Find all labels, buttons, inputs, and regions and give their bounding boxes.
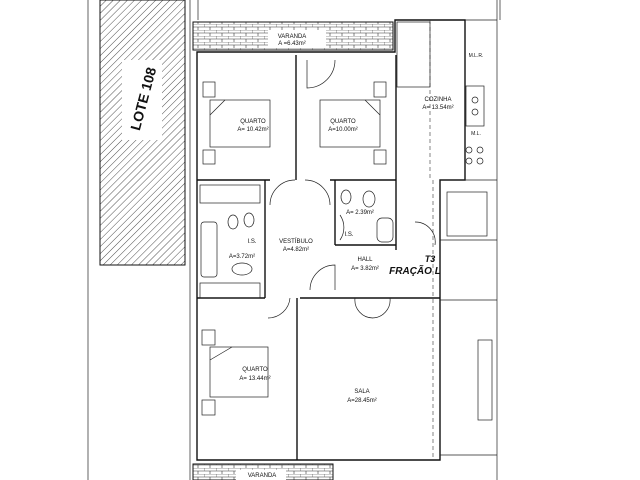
room-name: QUARTO [242,367,268,373]
room-area: A= 13.54m² [422,105,453,111]
doors [267,59,436,319]
room-area: A=10.00m² [328,127,358,133]
room-area: A= 3.82m² [351,266,379,272]
room-name: QUARTO [240,119,266,125]
room-name: VESTÍBULO [279,238,313,245]
room-name: VARANDA [278,34,307,40]
furniture [199,21,493,421]
walls [196,0,501,461]
room-name: VARANDA [248,473,277,479]
room-area: A=3.72m² [229,254,255,260]
room-name: HALL [357,257,373,263]
room-area: A= 10.42m² [237,127,268,133]
room-name: SALA [354,389,369,395]
room-area: A=4.82m² [283,247,309,253]
room-name: I.S. [247,239,256,245]
svg-text:FRAÇÃO L: FRAÇÃO L [389,264,441,277]
room-labels: VARANDA A =6.43m² QUARTO A= 10.42m² QUAR… [229,34,483,479]
room-name: COZINHA [425,97,452,103]
svg-text:T3: T3 [425,254,436,264]
room-name: QUARTO [330,119,356,125]
fraction-label: T3 FRAÇÃO L [389,254,441,277]
appliance-label: M.L. [471,131,481,137]
appliance-label: M.L.R. [469,53,484,59]
room-area: A= 2.39m² [346,210,374,216]
room-area: A =6.43m² [278,41,306,47]
room-area: A=28.45m² [347,398,377,404]
room-area: A= 13.44m² [239,376,270,382]
room-name: I.S. [344,232,353,238]
lot-108-area: LOTE 108 [99,0,186,266]
